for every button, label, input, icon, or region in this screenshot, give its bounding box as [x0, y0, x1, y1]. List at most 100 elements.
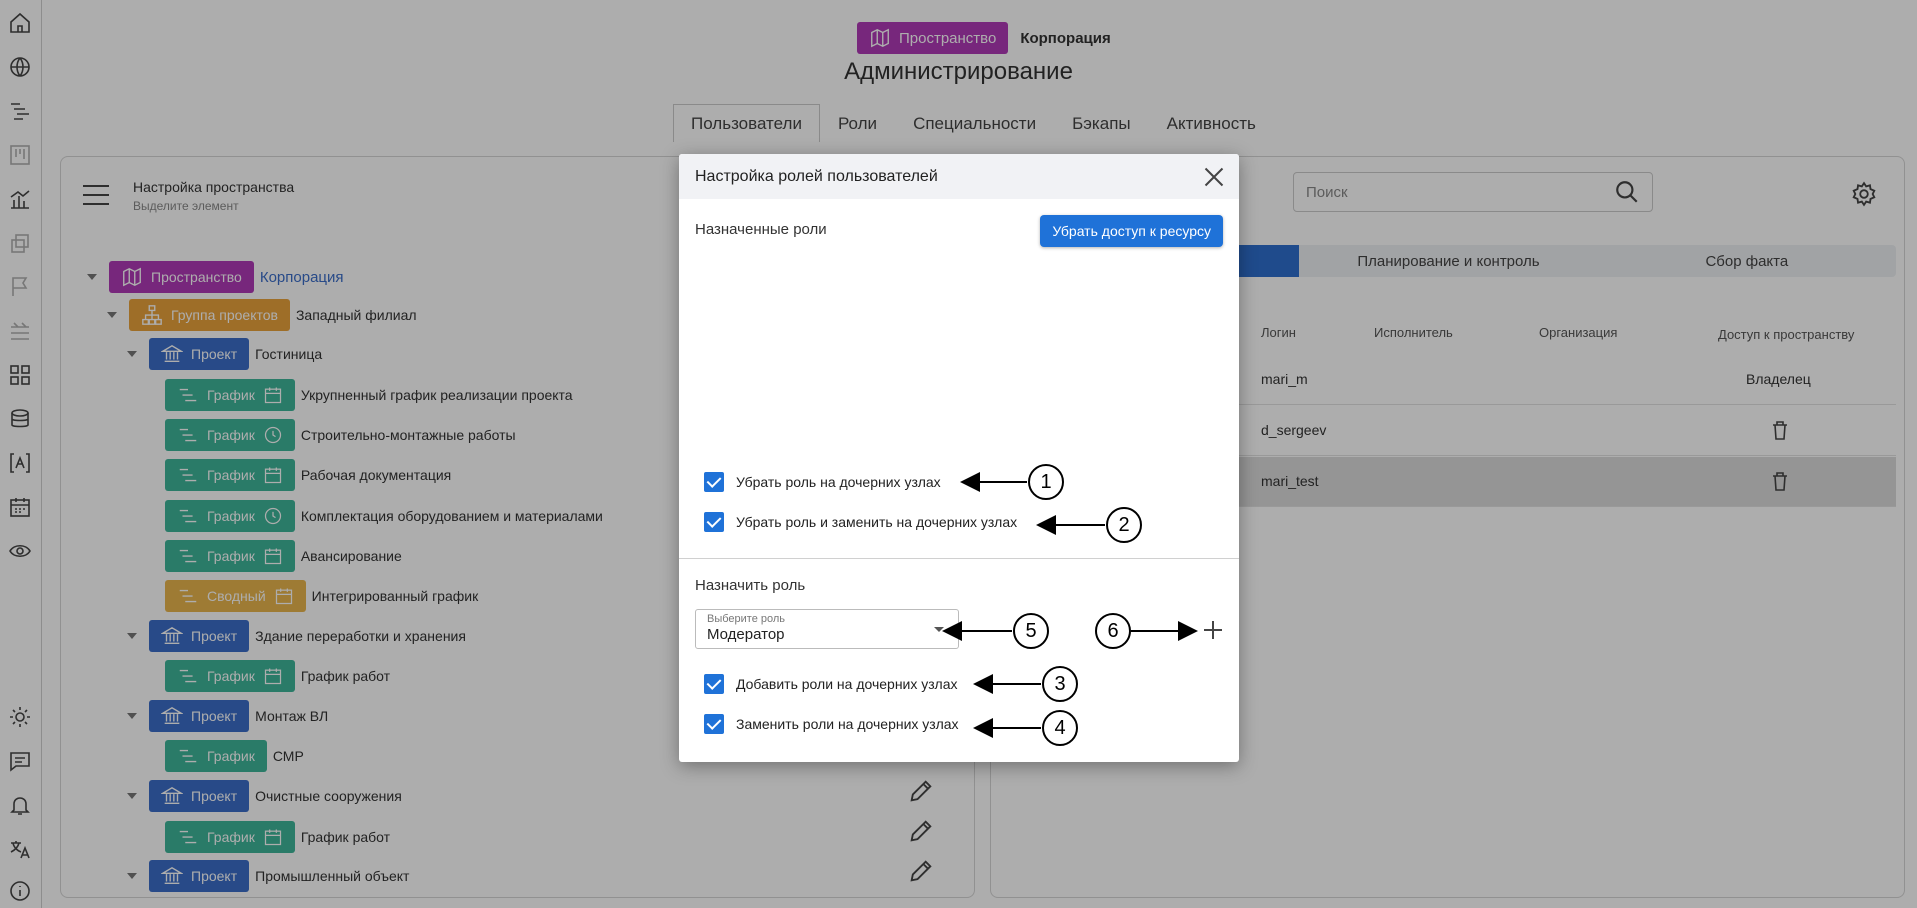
edit-icon[interactable] — [907, 817, 935, 845]
tree-node[interactable]: График Рабочая документация — [165, 459, 451, 491]
board-icon[interactable] — [7, 142, 33, 168]
tree-node[interactable]: График СМР — [165, 740, 304, 772]
search-input[interactable]: Поиск — [1293, 172, 1653, 212]
translate-icon[interactable] — [7, 836, 33, 862]
lines-icon[interactable] — [7, 318, 33, 344]
clock-icon — [264, 426, 281, 444]
info-icon[interactable] — [7, 878, 33, 904]
role-settings-dialog: Настройка ролей пользователей Назначенны… — [679, 154, 1239, 762]
calendar-icon[interactable] — [7, 494, 33, 520]
node-label: Интегрированный график — [311, 588, 479, 604]
tree-node[interactable]: График Комплектация оборудованием и мате… — [165, 500, 603, 532]
table-row[interactable]: mari_m Владелец — [1001, 355, 1896, 405]
edit-icon[interactable] — [907, 777, 935, 805]
gantt-icon — [179, 830, 197, 844]
tab-roles[interactable]: Роли — [837, 113, 878, 133]
tree-node[interactable]: График Авансирование — [165, 540, 402, 572]
table-row[interactable]: d_sergeev — [1001, 406, 1896, 456]
tab-activity[interactable]: Активность — [1166, 113, 1256, 133]
gear-icon[interactable] — [1851, 181, 1877, 207]
analytics-icon[interactable] — [7, 186, 33, 212]
database-icon[interactable] — [7, 406, 33, 432]
trash-icon[interactable] — [1771, 420, 1789, 443]
node-label: Промышленный объект — [255, 868, 410, 884]
hierarchy-icon — [142, 305, 162, 325]
clock-icon — [264, 507, 281, 525]
gantt-icon — [179, 428, 197, 442]
gantt-icon — [179, 669, 197, 683]
chevron-down-icon[interactable] — [127, 793, 137, 799]
institution-icon — [161, 344, 183, 363]
tab-planning-control[interactable]: Планирование и контроль — [1357, 252, 1540, 270]
space-badge[interactable]: Пространство — [857, 22, 1009, 54]
edit-icon[interactable] — [907, 857, 935, 885]
search-icon[interactable] — [1614, 179, 1640, 205]
chat-icon[interactable] — [7, 748, 33, 774]
assigned-roles-label: Назначенные роли — [695, 221, 827, 238]
menu-icon[interactable] — [83, 185, 109, 205]
chevron-down-icon[interactable] — [127, 633, 137, 639]
column-header-access[interactable]: Доступ к пространству — [1718, 327, 1855, 342]
theme-icon[interactable] — [7, 704, 33, 730]
text-format-icon[interactable] — [7, 450, 33, 476]
remove-replace-role-children-checkbox[interactable]: Убрать роль и заменить на дочерних узлах — [704, 512, 1017, 532]
tab-fact-collection[interactable]: Сбор факта — [1705, 252, 1789, 270]
chevron-down-icon[interactable] — [107, 312, 117, 318]
trash-icon[interactable] — [1771, 471, 1789, 494]
dropdown-arrow-icon[interactable] — [934, 627, 944, 632]
plus-icon[interactable] — [1204, 621, 1222, 639]
tree-node[interactable]: Проект Промышленный объект — [127, 860, 409, 892]
gantt-icon — [179, 468, 197, 482]
tab-specialties[interactable]: Специальности — [913, 113, 1037, 133]
checkbox-checked-icon[interactable] — [704, 714, 724, 734]
panel-subtitle: Выделите элемент — [133, 199, 239, 213]
tree-node[interactable]: Проект Гостиница — [127, 338, 322, 370]
chevron-down-icon[interactable] — [127, 351, 137, 357]
header-corp-name: Корпорация — [1020, 29, 1111, 47]
chevron-down-icon[interactable] — [127, 873, 137, 879]
node-label: График работ — [300, 668, 391, 684]
node-badge: Проект — [149, 338, 250, 370]
replace-role-children-checkbox[interactable]: Заменить роли на дочерних узлах — [704, 714, 959, 734]
remove-role-children-checkbox[interactable]: Убрать роль на дочерних узлах — [704, 472, 941, 492]
checkbox-checked-icon[interactable] — [704, 674, 724, 694]
tree-node[interactable]: График График работ — [165, 821, 390, 853]
dialog-header: Настройка ролей пользователей — [679, 154, 1239, 199]
column-header-organization[interactable]: Организация — [1539, 325, 1618, 340]
page-title: Администрирование — [844, 58, 1073, 85]
bell-icon[interactable] — [7, 792, 33, 818]
eye-icon[interactable] — [7, 538, 33, 564]
tree-node[interactable]: Сводный Интегрированный график — [165, 580, 478, 612]
role-select[interactable]: Выберите роль Модератор — [695, 609, 959, 649]
tree-node[interactable]: Пространство Корпорация — [87, 261, 344, 293]
tab-backups[interactable]: Бэкапы — [1072, 113, 1131, 133]
tree-node[interactable]: График Строительно-монтажные работы — [165, 419, 516, 451]
close-icon[interactable] — [1203, 166, 1225, 188]
revoke-access-button[interactable]: Убрать доступ к ресурсу — [1040, 215, 1223, 247]
node-label[interactable]: Корпорация — [259, 268, 344, 286]
checkbox-label: Добавить роли на дочерних узлах — [736, 676, 958, 692]
chevron-down-icon[interactable] — [127, 713, 137, 719]
globe-icon[interactable] — [7, 54, 33, 80]
tab-users[interactable]: Пользователи — [673, 104, 820, 142]
grid-icon[interactable] — [7, 362, 33, 388]
gantt-icon[interactable] — [7, 98, 33, 124]
tree-node[interactable]: Проект Монтаж ВЛ — [127, 700, 328, 732]
tree-node[interactable]: Группа проектов Западный филиал — [107, 299, 417, 331]
tree-node[interactable]: График График работ — [165, 660, 390, 692]
tree-node[interactable]: График Укрупненный график реализации про… — [165, 379, 573, 411]
checkbox-checked-icon[interactable] — [704, 472, 724, 492]
chevron-down-icon[interactable] — [87, 274, 97, 280]
column-header-executor[interactable]: Исполнитель — [1374, 325, 1453, 340]
flag-icon[interactable] — [7, 274, 33, 300]
node-label: Здание переработки и хранения — [255, 628, 466, 644]
add-role-children-checkbox[interactable]: Добавить роли на дочерних узлах — [704, 674, 957, 694]
home-icon[interactable] — [7, 10, 33, 36]
tree-node[interactable]: Проект Очистные сооружения — [127, 780, 402, 812]
institution-icon — [161, 626, 183, 645]
tree-node[interactable]: Проект Здание переработки и хранения — [127, 620, 466, 652]
header-breadcrumb: Пространство Корпорация — [857, 22, 1111, 54]
layers-icon[interactable] — [7, 230, 33, 256]
column-header-login[interactable]: Логин — [1261, 325, 1296, 340]
checkbox-checked-icon[interactable] — [704, 512, 724, 532]
